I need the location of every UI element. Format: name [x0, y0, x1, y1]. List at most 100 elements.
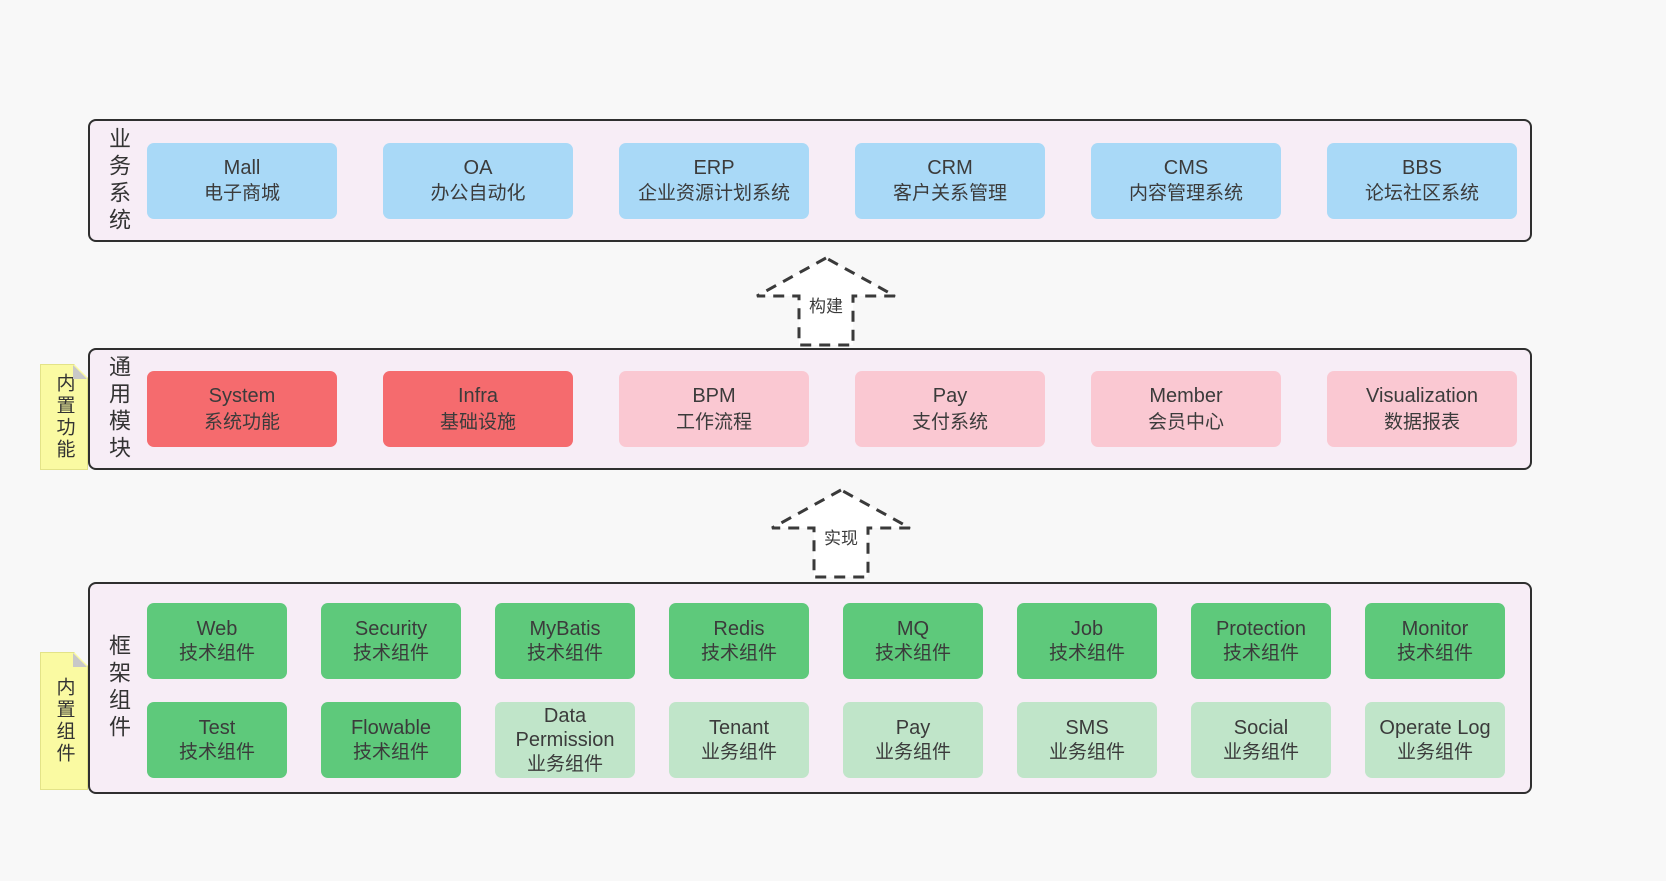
box-subtitle: 会员中心: [1147, 411, 1224, 433]
box-visualization: Visualization 数据报表: [1327, 371, 1517, 447]
box-title: ERP: [693, 156, 735, 179]
panel-common-modules: 通用模块 System 系统功能 Infra 基础设施 BPM 工作流程 Pay…: [88, 348, 1532, 470]
box-title: Infra: [457, 385, 499, 408]
box-security: Security 技术组件: [321, 603, 461, 679]
panel-common-label: 通用模块: [106, 355, 131, 463]
box-subtitle: 论坛社区系统: [1364, 183, 1479, 205]
box-title: BPM: [692, 385, 736, 408]
box-job: Job 技术组件: [1017, 603, 1157, 679]
arrow-implement-label: 实现: [821, 523, 861, 550]
box-subtitle: 系统功能: [203, 411, 280, 433]
box-mq: MQ 技术组件: [843, 603, 983, 679]
box-tenant: Tenant 业务组件: [669, 702, 809, 778]
box-subtitle: 业务组件: [874, 741, 951, 763]
panel-framework-components: 框架组件 Web 技术组件 Security 技术组件 MyBatis 技术组件…: [88, 582, 1532, 794]
box-title: Job: [1070, 618, 1104, 641]
box-system: System 系统功能: [147, 371, 337, 447]
box-title: Mall: [223, 156, 261, 179]
box-title: CRM: [927, 156, 973, 179]
component-grid: Web 技术组件 Security 技术组件 MyBatis 技术组件 Redi…: [147, 603, 1505, 778]
box-subtitle: 技术组件: [1222, 642, 1299, 664]
box-title: Social: [1233, 717, 1289, 740]
box-subtitle: 企业资源计划系统: [637, 183, 790, 205]
box-subtitle: 基础设施: [439, 411, 516, 433]
box-subtitle: 支付系统: [911, 411, 988, 433]
arrow-build-label: 构建: [806, 291, 846, 318]
box-title: Flowable: [350, 717, 432, 740]
box-title: Data Permission: [515, 705, 615, 752]
module-box-row: System 系统功能 Infra 基础设施 BPM 工作流程 Pay 支付系统…: [147, 371, 1517, 447]
box-redis: Redis 技术组件: [669, 603, 809, 679]
box-subtitle: 技术组件: [178, 642, 255, 664]
box-title: Redis: [713, 618, 765, 641]
box-cms: CMS 内容管理系统: [1091, 142, 1281, 219]
box-subtitle: 办公自动化: [430, 183, 526, 205]
box-subtitle: 客户关系管理: [892, 183, 1007, 205]
box-title: Visualization: [1366, 385, 1478, 408]
box-subtitle: 技术组件: [526, 642, 603, 664]
box-subtitle: 工作流程: [675, 411, 752, 433]
box-member: Member 会员中心: [1091, 371, 1281, 447]
box-bbs: BBS 论坛社区系统: [1327, 142, 1517, 219]
sticky-note-built-in-features: 内置功能: [40, 364, 88, 470]
box-title: MQ: [896, 618, 930, 641]
box-title: Protection: [1215, 618, 1307, 641]
box-title: Web: [196, 618, 238, 641]
box-subtitle: 业务组件: [1048, 741, 1125, 763]
box-title: Monitor: [1401, 618, 1469, 641]
box-web: Web 技术组件: [147, 603, 287, 679]
box-subtitle: 业务组件: [1222, 741, 1299, 763]
box-operate-log: Operate Log 业务组件: [1365, 702, 1505, 778]
box-title: Pay: [895, 717, 931, 740]
business-box-row: Mall 电子商城 OA 办公自动化 ERP 企业资源计划系统 CRM 客户关系…: [147, 142, 1517, 219]
box-title: Test: [198, 717, 236, 740]
box-social: Social 业务组件: [1191, 702, 1331, 778]
box-title: System: [208, 385, 276, 408]
box-bpm: BPM 工作流程: [619, 371, 809, 447]
box-data-permission: Data Permission 业务组件: [495, 702, 635, 778]
box-title: CMS: [1163, 156, 1209, 179]
box-mybatis: MyBatis 技术组件: [495, 603, 635, 679]
box-subtitle: 技术组件: [700, 642, 777, 664]
box-title: Tenant: [708, 717, 770, 740]
box-crm: CRM 客户关系管理: [855, 142, 1045, 219]
box-subtitle: 内容管理系统: [1128, 183, 1243, 205]
box-subtitle: 技术组件: [874, 642, 951, 664]
box-pay-system: Pay 支付系统: [855, 371, 1045, 447]
box-subtitle: 业务组件: [526, 753, 603, 775]
folded-corner-icon: [73, 365, 87, 379]
sticky-note-built-in-components: 内置组件: [40, 652, 88, 790]
box-title: MyBatis: [529, 618, 601, 641]
panel-framework-label: 框架组件: [106, 634, 131, 742]
box-flowable: Flowable 技术组件: [321, 702, 461, 778]
box-monitor: Monitor 技术组件: [1365, 603, 1505, 679]
box-subtitle: 数据报表: [1383, 411, 1460, 433]
box-subtitle: 电子商城: [203, 183, 280, 205]
box-infra: Infra 基础设施: [383, 371, 573, 447]
panel-business-label: 业务系统: [106, 126, 131, 235]
box-title: SMS: [1065, 717, 1109, 740]
box-subtitle: 技术组件: [1396, 642, 1473, 664]
box-title: Member: [1149, 385, 1223, 408]
box-title: BBS: [1401, 156, 1443, 179]
box-subtitle: 技术组件: [1048, 642, 1125, 664]
box-protection: Protection 技术组件: [1191, 603, 1331, 679]
arrow-build: 构建: [753, 255, 899, 348]
box-erp: ERP 企业资源计划系统: [619, 142, 809, 219]
box-subtitle: 业务组件: [700, 741, 777, 763]
box-subtitle: 业务组件: [1396, 741, 1473, 763]
box-subtitle: 技术组件: [352, 741, 429, 763]
box-sms: SMS 业务组件: [1017, 702, 1157, 778]
folded-corner-icon: [73, 653, 87, 667]
sticky-note-text: 内置组件: [53, 677, 75, 765]
box-subtitle: 技术组件: [352, 642, 429, 664]
box-title: OA: [463, 156, 493, 179]
box-title: Operate Log: [1379, 717, 1491, 740]
box-mall: Mall 电子商城: [147, 142, 337, 219]
box-test: Test 技术组件: [147, 702, 287, 778]
box-pay-component: Pay 业务组件: [843, 702, 983, 778]
box-title: Security: [354, 618, 428, 641]
sticky-note-text: 内置功能: [53, 373, 75, 461]
box-subtitle: 技术组件: [178, 741, 255, 763]
